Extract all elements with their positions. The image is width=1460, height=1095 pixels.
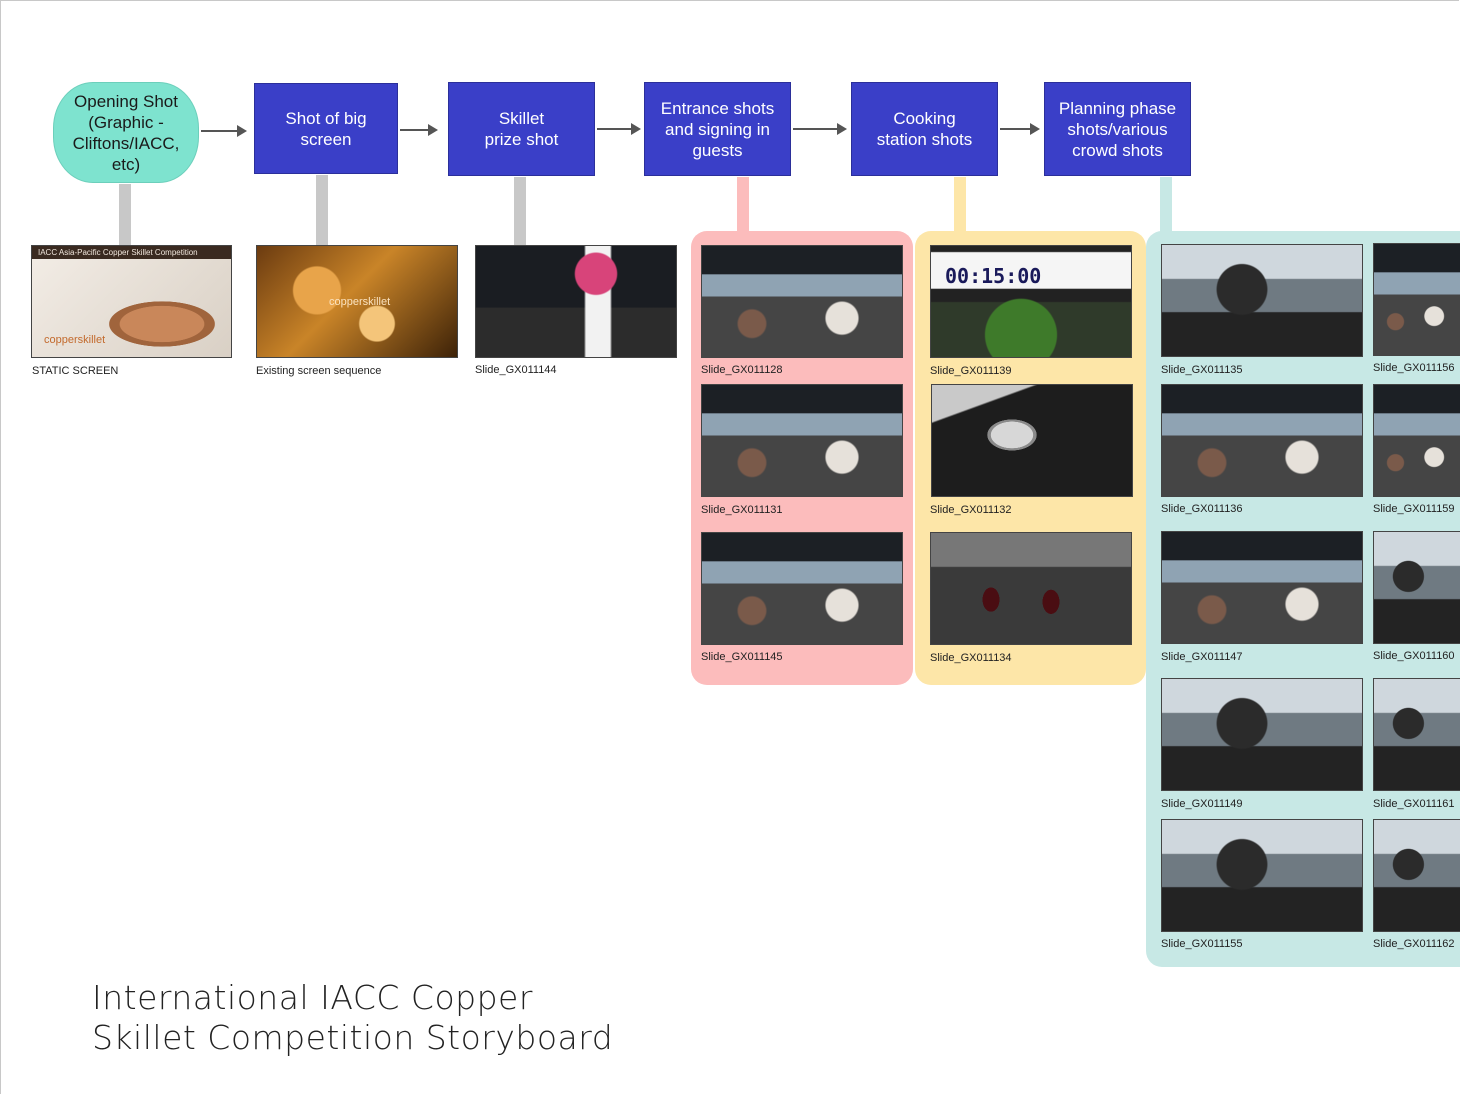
thumbnail-caption: Slide_GX011147 [1161, 651, 1243, 663]
thumbnail-entrance[interactable] [701, 532, 903, 645]
timer-readout: 00:15:00 [945, 264, 1042, 288]
thumbnail-caption: Slide_GX011160 [1373, 650, 1455, 662]
thumbnail-caption: Slide_GX011156 [1373, 362, 1455, 374]
thumbnail-planning[interactable] [1373, 678, 1460, 791]
thumbnail-static-screen[interactable]: IACC Asia-Pacific Copper Skillet Competi… [31, 245, 232, 358]
thumbnail-caption: Slide_GX011139 [930, 365, 1012, 377]
thumbnail-planning[interactable] [1161, 531, 1363, 644]
thumbnail-planning[interactable] [1373, 819, 1460, 932]
flow-arrow [793, 123, 847, 135]
thumbnail-caption: Slide_GX011135 [1161, 364, 1243, 376]
thumbnail-caption: Slide_GX011162 [1373, 938, 1455, 950]
flow-arrow [597, 123, 641, 135]
thumbnail-planning[interactable] [1373, 531, 1460, 644]
copperskillet-logo: copperskillet [44, 334, 106, 346]
flow-step-cooking[interactable]: Cooking station shots [851, 82, 998, 176]
title-line-1: International IACC Copper [92, 978, 533, 1017]
flow-step-entrance[interactable]: Entrance shots and signing in guests [644, 82, 791, 176]
static-screen-banner: IACC Asia-Pacific Copper Skillet Competi… [38, 248, 198, 257]
thumbnail-cooking[interactable] [930, 532, 1132, 645]
thumbnail-planning[interactable] [1373, 384, 1460, 497]
thumbnail-cooking[interactable] [931, 384, 1133, 497]
thumbnail-caption: Slide_GX011134 [930, 652, 1012, 664]
thumbnail-caption: Slide_GX011131 [701, 504, 783, 516]
title-line-2: Skillet Competition Storyboard [92, 1018, 614, 1057]
thumbnail-planning[interactable] [1373, 243, 1460, 356]
thumbnail-entrance[interactable] [701, 245, 903, 358]
flow-arrow [400, 124, 438, 136]
connector [1160, 177, 1172, 233]
connector [954, 177, 966, 233]
thumbnail-caption: Slide_GX011128 [701, 364, 783, 376]
flow-arrow [1000, 123, 1040, 135]
flow-step-big-screen[interactable]: Shot of big screen [254, 83, 398, 174]
thumbnail-caption: Existing screen sequence [256, 365, 382, 377]
thumbnail-caption: Slide_GX011136 [1161, 503, 1243, 515]
connector [119, 184, 131, 246]
flow-arrow [201, 125, 247, 137]
thumbnail-planning[interactable] [1161, 244, 1363, 357]
thumbnail-planning[interactable] [1161, 384, 1363, 497]
thumbnail-existing-screen[interactable]: copperskillet [256, 245, 458, 358]
copperskillet-logo: copperskillet [329, 296, 391, 308]
thumbnail-caption: STATIC SCREEN [32, 365, 119, 377]
thumbnail-caption: Slide_GX011144 [475, 364, 557, 376]
connector [514, 177, 526, 246]
thumbnail-cooking[interactable]: 00:15:00 [930, 245, 1132, 358]
connector [316, 175, 328, 246]
storyboard-title: International IACC Copper Skillet Compet… [92, 978, 613, 1058]
thumbnail-caption: Slide_GX011155 [1161, 938, 1243, 950]
thumbnail-caption: Slide_GX011132 [930, 504, 1012, 516]
thumbnail-planning[interactable] [1161, 678, 1363, 791]
thumbnail-entrance[interactable] [701, 384, 903, 497]
thumbnail-caption: Slide_GX011145 [701, 651, 783, 663]
connector [737, 177, 749, 233]
thumbnail-caption: Slide_GX011159 [1373, 503, 1455, 515]
flow-step-opening-shot[interactable]: Opening Shot (Graphic - Cliftons/IACC, e… [53, 82, 199, 183]
thumbnail-skillet-prize[interactable] [475, 245, 677, 358]
thumbnail-planning[interactable] [1161, 819, 1363, 932]
thumbnail-caption: Slide_GX011149 [1161, 798, 1243, 810]
thumbnail-caption: Slide_GX011161 [1373, 798, 1455, 810]
flow-step-skillet-prize[interactable]: Skillet prize shot [448, 82, 595, 176]
flow-step-planning[interactable]: Planning phase shots/various crowd shots [1044, 82, 1191, 176]
